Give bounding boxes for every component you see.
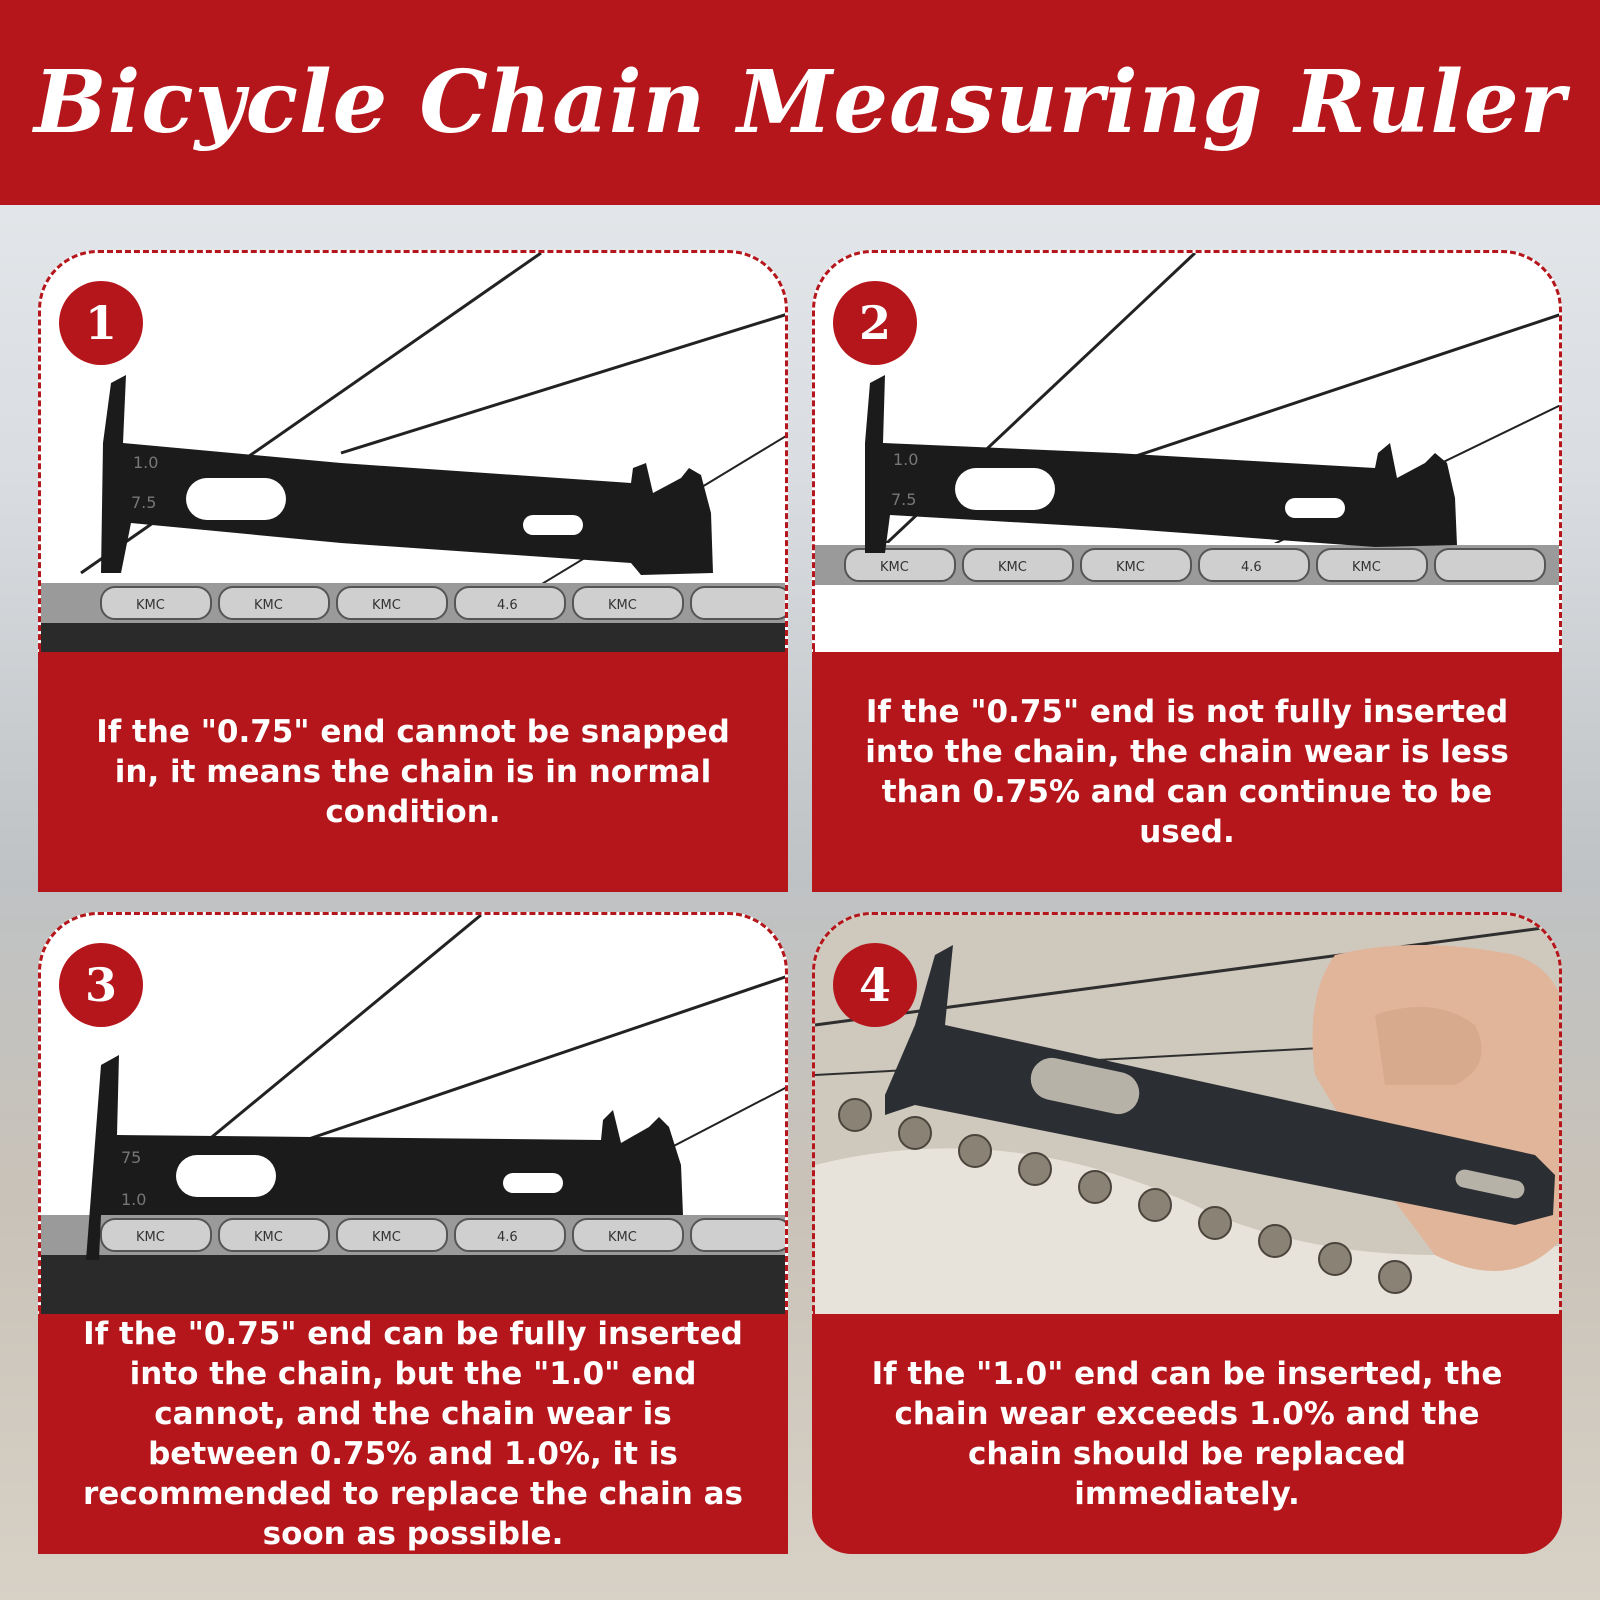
tool-mark: 7.5 bbox=[891, 490, 916, 509]
chain-mark: 4.6 bbox=[497, 1230, 518, 1245]
tool-mark: 1.0 bbox=[121, 1190, 146, 1209]
step-panel-4: 4 If the "1.0" end can be inserted, the … bbox=[812, 912, 1562, 1554]
page-title: Bicycle Chain Measuring Ruler bbox=[33, 52, 1567, 153]
tool-mark: 1.0 bbox=[133, 453, 158, 472]
step-badge-3: 3 bbox=[59, 943, 143, 1027]
chain-mark: 4.6 bbox=[1241, 560, 1262, 575]
chain-mark: KMC bbox=[136, 598, 165, 613]
chain-checker-tool-2 bbox=[865, 375, 1457, 553]
step-4-caption: If the "1.0" end can be inserted, the ch… bbox=[812, 1314, 1562, 1554]
chain-mark: KMC bbox=[1116, 560, 1145, 575]
step-panel-2: KMC KMC KMC 4.6 KMC 1.0 7.5 2 If the "0.… bbox=[812, 250, 1562, 892]
chain-checker-tool-1 bbox=[101, 375, 713, 575]
step-panel-1: KMC KMC KMC 4.6 KMC 1.0 7.5 1 If the "0.… bbox=[38, 250, 788, 892]
tool-mark: 7.5 bbox=[131, 493, 156, 512]
step-panel-3: KMC KMC KMC 4.6 KMC 75 1.0 3 If the "0.7… bbox=[38, 912, 788, 1554]
step-4-photo: 4 bbox=[812, 912, 1562, 1314]
step-2-caption: If the "0.75" end is not fully inserted … bbox=[812, 652, 1562, 892]
title-banner: Bicycle Chain Measuring Ruler bbox=[0, 0, 1600, 205]
chain-checker-tool-3 bbox=[86, 1055, 683, 1260]
chain-mark: KMC bbox=[372, 598, 401, 613]
step-badge-4: 4 bbox=[833, 943, 917, 1027]
step-3-caption: If the "0.75" end can be fully inserted … bbox=[38, 1314, 788, 1554]
chain-checker-illustration-1: KMC KMC KMC 4.6 KMC 1.0 7.5 bbox=[41, 253, 785, 652]
chain-mark: KMC bbox=[254, 598, 283, 613]
hand-holding-chain-checker-illustration bbox=[815, 915, 1559, 1314]
step-badge-1: 1 bbox=[59, 281, 143, 365]
chain-mark: KMC bbox=[608, 1230, 637, 1245]
chain-mark: 4.6 bbox=[497, 598, 518, 613]
tool-mark: 1.0 bbox=[893, 450, 918, 469]
chain-mark: KMC bbox=[254, 1230, 283, 1245]
tool-mark: 75 bbox=[121, 1148, 141, 1167]
step-2-photo: KMC KMC KMC 4.6 KMC 1.0 7.5 2 bbox=[812, 250, 1562, 652]
step-badge-2: 2 bbox=[833, 281, 917, 365]
chain-checker-illustration-3: KMC KMC KMC 4.6 KMC 75 1.0 bbox=[41, 915, 785, 1314]
step-1-photo: KMC KMC KMC 4.6 KMC 1.0 7.5 1 bbox=[38, 250, 788, 652]
step-3-photo: KMC KMC KMC 4.6 KMC 75 1.0 3 bbox=[38, 912, 788, 1314]
chain-checker-tool-4 bbox=[885, 945, 1555, 1225]
chain-mark: KMC bbox=[880, 560, 909, 575]
chain-checker-illustration-2: KMC KMC KMC 4.6 KMC 1.0 7.5 bbox=[815, 253, 1559, 652]
chain-mark: KMC bbox=[1352, 560, 1381, 575]
step-1-caption: If the "0.75" end cannot be snapped in, … bbox=[38, 652, 788, 892]
chain-mark: KMC bbox=[136, 1230, 165, 1245]
chain-mark: KMC bbox=[372, 1230, 401, 1245]
chain-mark: KMC bbox=[998, 560, 1027, 575]
chain-mark: KMC bbox=[608, 598, 637, 613]
